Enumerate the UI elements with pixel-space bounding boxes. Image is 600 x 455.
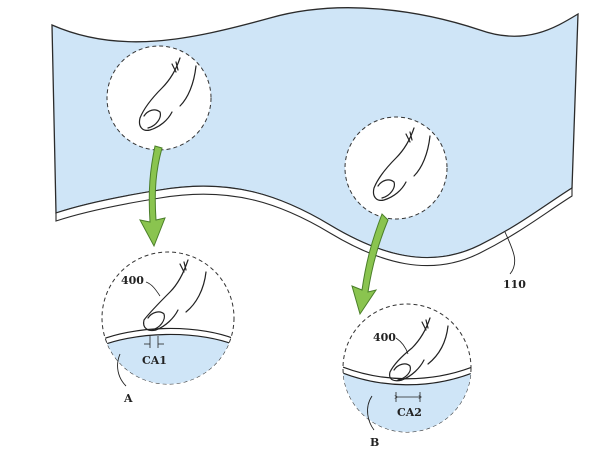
ref-400-a: 400 <box>121 274 144 287</box>
leader-a <box>117 353 127 387</box>
finger-circle-upper-right <box>344 116 448 220</box>
panel-bottom-edge <box>55 185 573 267</box>
contact-area-a-marker <box>144 336 164 348</box>
contact-area-label-b: CA2 <box>397 406 422 419</box>
leader-400-b <box>395 337 409 355</box>
finger-touch-icon <box>143 259 207 332</box>
finger-touch-icon <box>138 57 197 131</box>
ref-400-b: 400 <box>373 331 396 344</box>
curved-arrow-icon <box>351 213 389 316</box>
detail-circle-b: 400 CA2 <box>342 303 472 433</box>
contact-area-b-marker <box>396 392 420 402</box>
region-label-a: A <box>123 392 133 405</box>
detail-circle-a: 400 CA1 <box>101 251 235 385</box>
finger-circle-upper-left <box>106 45 212 151</box>
finger-touch-icon <box>389 317 449 382</box>
ref-110: 110 <box>503 278 526 291</box>
contact-area-label-a: CA1 <box>142 354 167 367</box>
finger-touch-icon <box>372 127 431 201</box>
curved-arrow-icon <box>139 145 166 248</box>
region-label-b: B <box>370 436 379 449</box>
leader-110 <box>504 231 516 275</box>
leader-400-a <box>145 281 161 297</box>
leader-b <box>367 395 375 431</box>
